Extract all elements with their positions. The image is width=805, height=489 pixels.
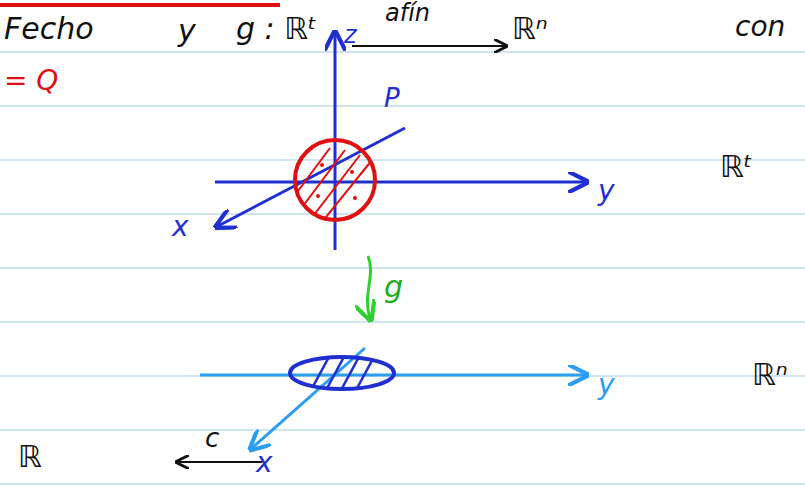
point-label: P: [384, 84, 400, 113]
formula: ℝⁿ: [512, 12, 548, 45]
space-label: ℝⁿ: [752, 358, 788, 391]
word: y: [178, 14, 196, 47]
space-label: ℝᵗ: [720, 150, 753, 183]
formula: g : ℝᵗ: [236, 12, 317, 45]
function-label: c: [205, 424, 219, 453]
function-arrow: [178, 461, 262, 463]
axis-label: x: [172, 212, 189, 243]
axis-label: y: [598, 370, 615, 401]
map-label: g: [384, 270, 403, 303]
ruled-lines: [0, 52, 805, 484]
word: Fecho: [4, 12, 94, 45]
axis-label: x: [256, 448, 273, 479]
axes-2d: [200, 348, 585, 448]
formula: = Q: [4, 66, 58, 97]
word: con: [735, 12, 785, 43]
space-label: ℝ: [18, 440, 42, 473]
axis-label: z: [344, 22, 357, 48]
ball: [295, 140, 375, 222]
map-arrow: [352, 45, 505, 47]
axes-3d: [215, 34, 585, 250]
title-underline: [0, 3, 280, 7]
arrow-label: afín: [385, 0, 430, 26]
map-arrow-g: [367, 256, 370, 318]
axis-label: y: [598, 176, 615, 207]
image-ellipse: [290, 355, 394, 392]
